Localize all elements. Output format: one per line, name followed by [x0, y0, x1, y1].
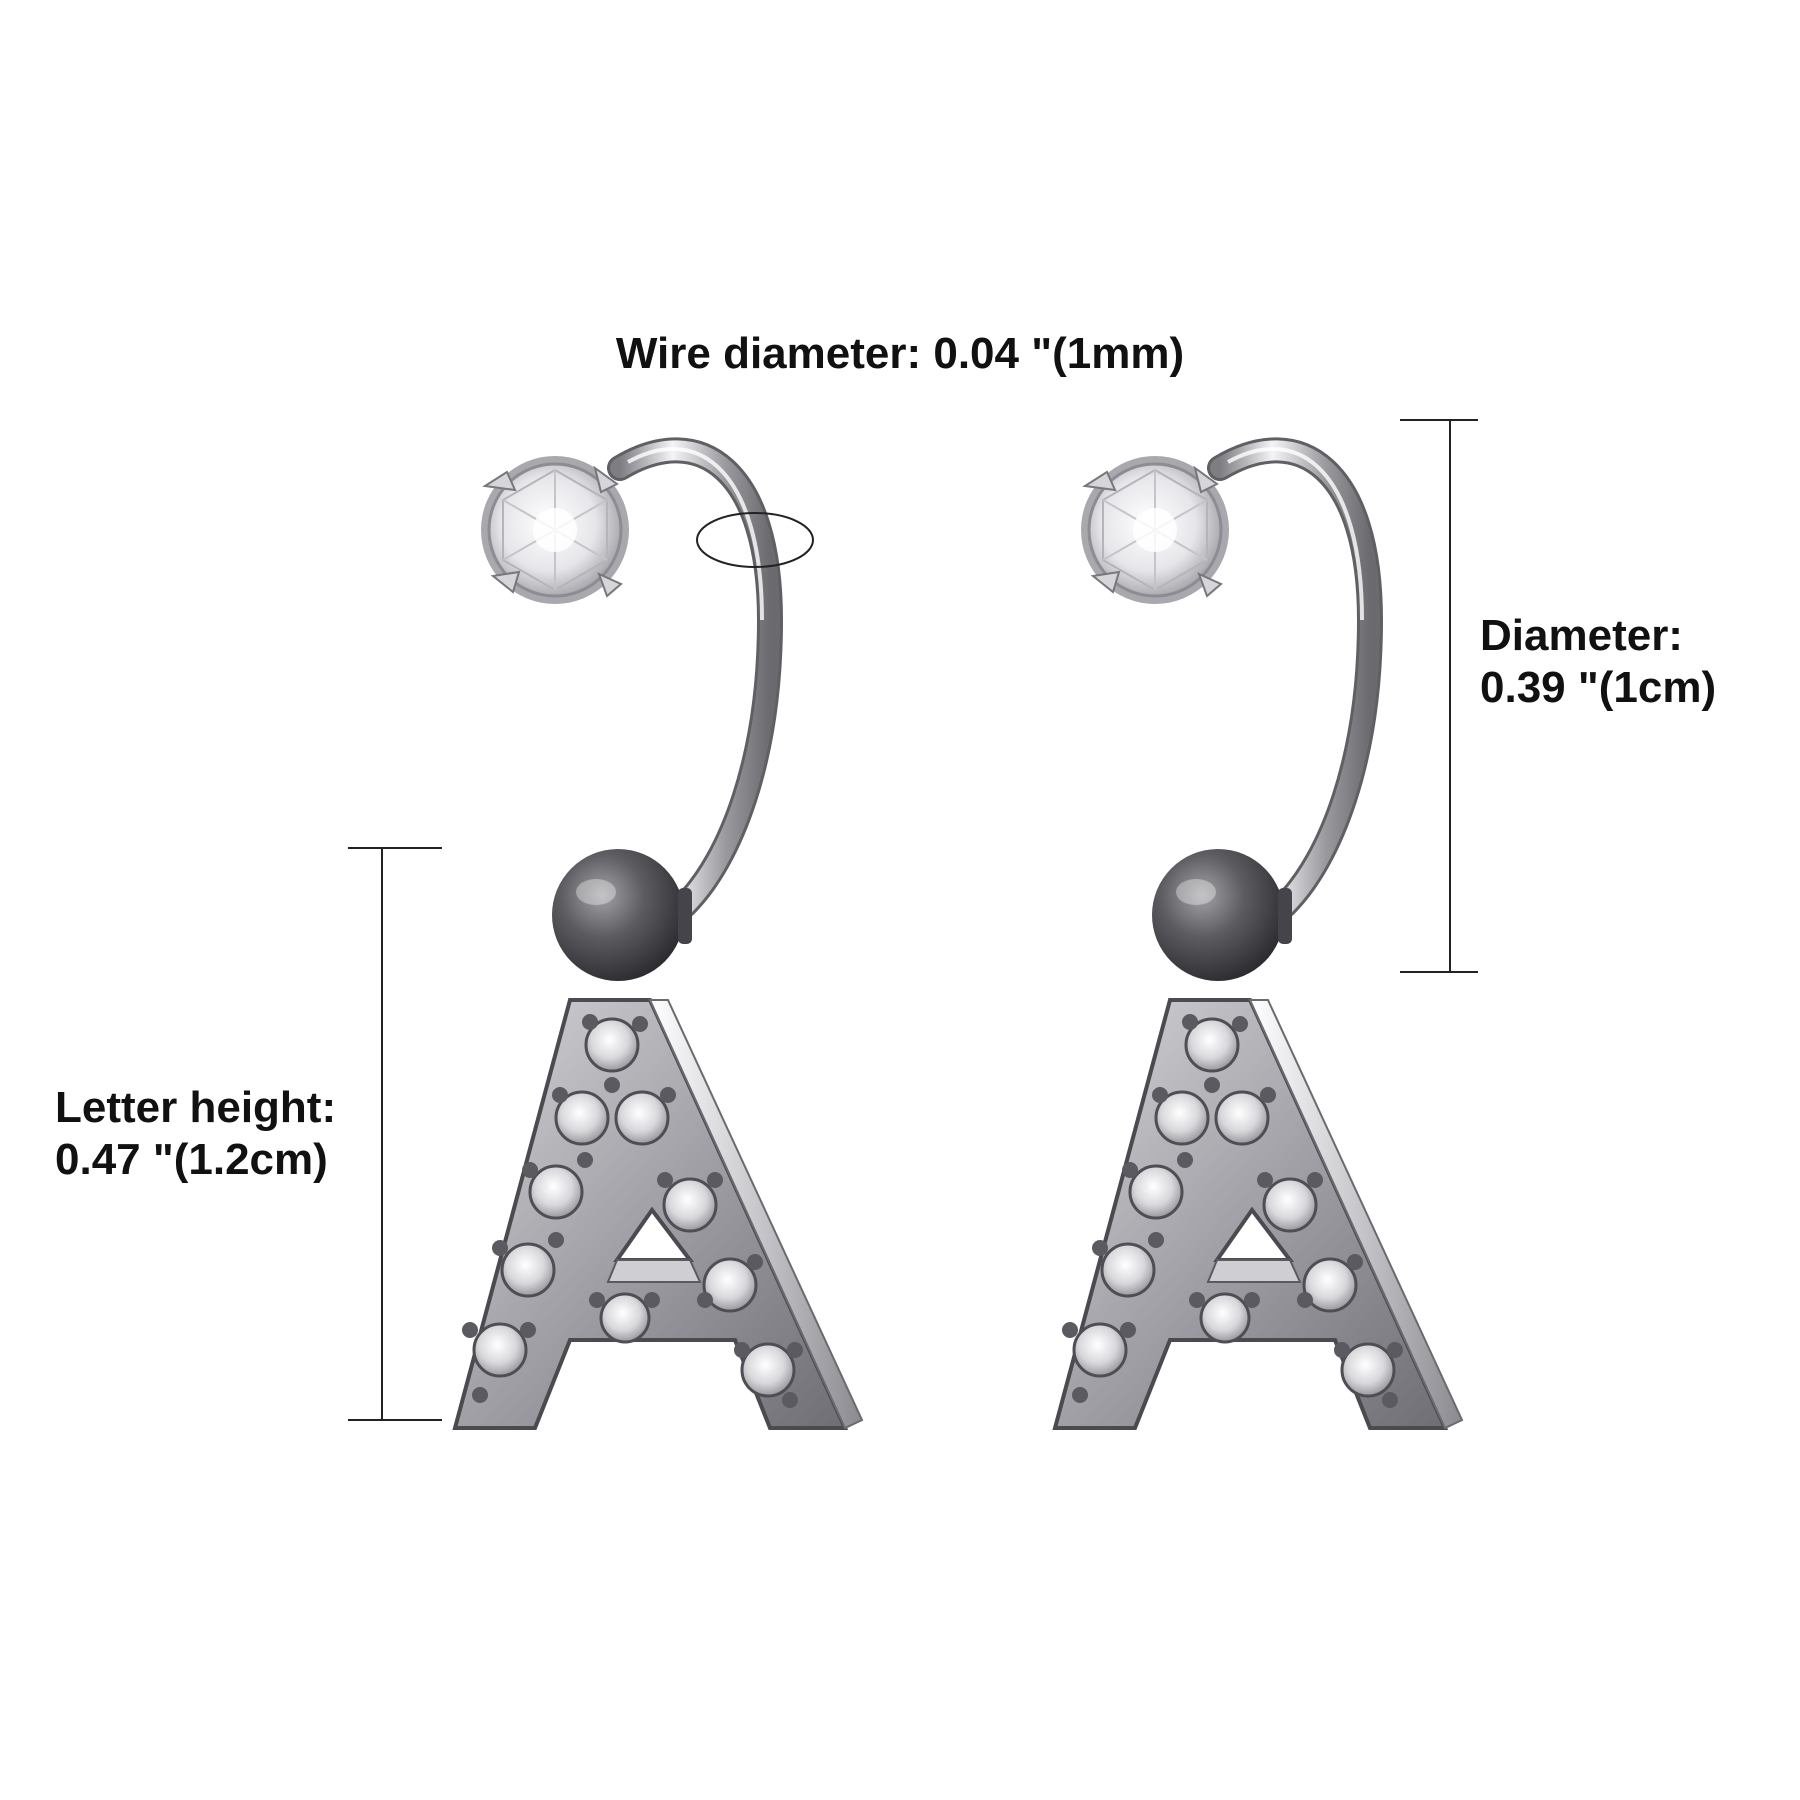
- earring-right: [1055, 449, 1462, 1428]
- diameter-title: Diameter:: [1480, 611, 1683, 660]
- wire-diameter-label: Wire diameter: 0.04 "(1mm): [615, 329, 1185, 378]
- letter-height-label: Letter height: 0.47 "(1.2cm): [55, 1082, 336, 1186]
- earring-left: [455, 449, 862, 1428]
- diameter-value: 0.39 "(1cm): [1480, 663, 1717, 712]
- letter-height-title: Letter height:: [55, 1083, 337, 1132]
- letter-height-value: 0.47 "(1.2cm): [55, 1135, 328, 1184]
- diameter-label: Diameter: 0.39 "(1cm): [1480, 610, 1716, 714]
- letter-height-dimension-line: [348, 847, 442, 1421]
- diameter-dimension-line: [1400, 419, 1478, 973]
- wire-diameter-marker: [696, 512, 814, 568]
